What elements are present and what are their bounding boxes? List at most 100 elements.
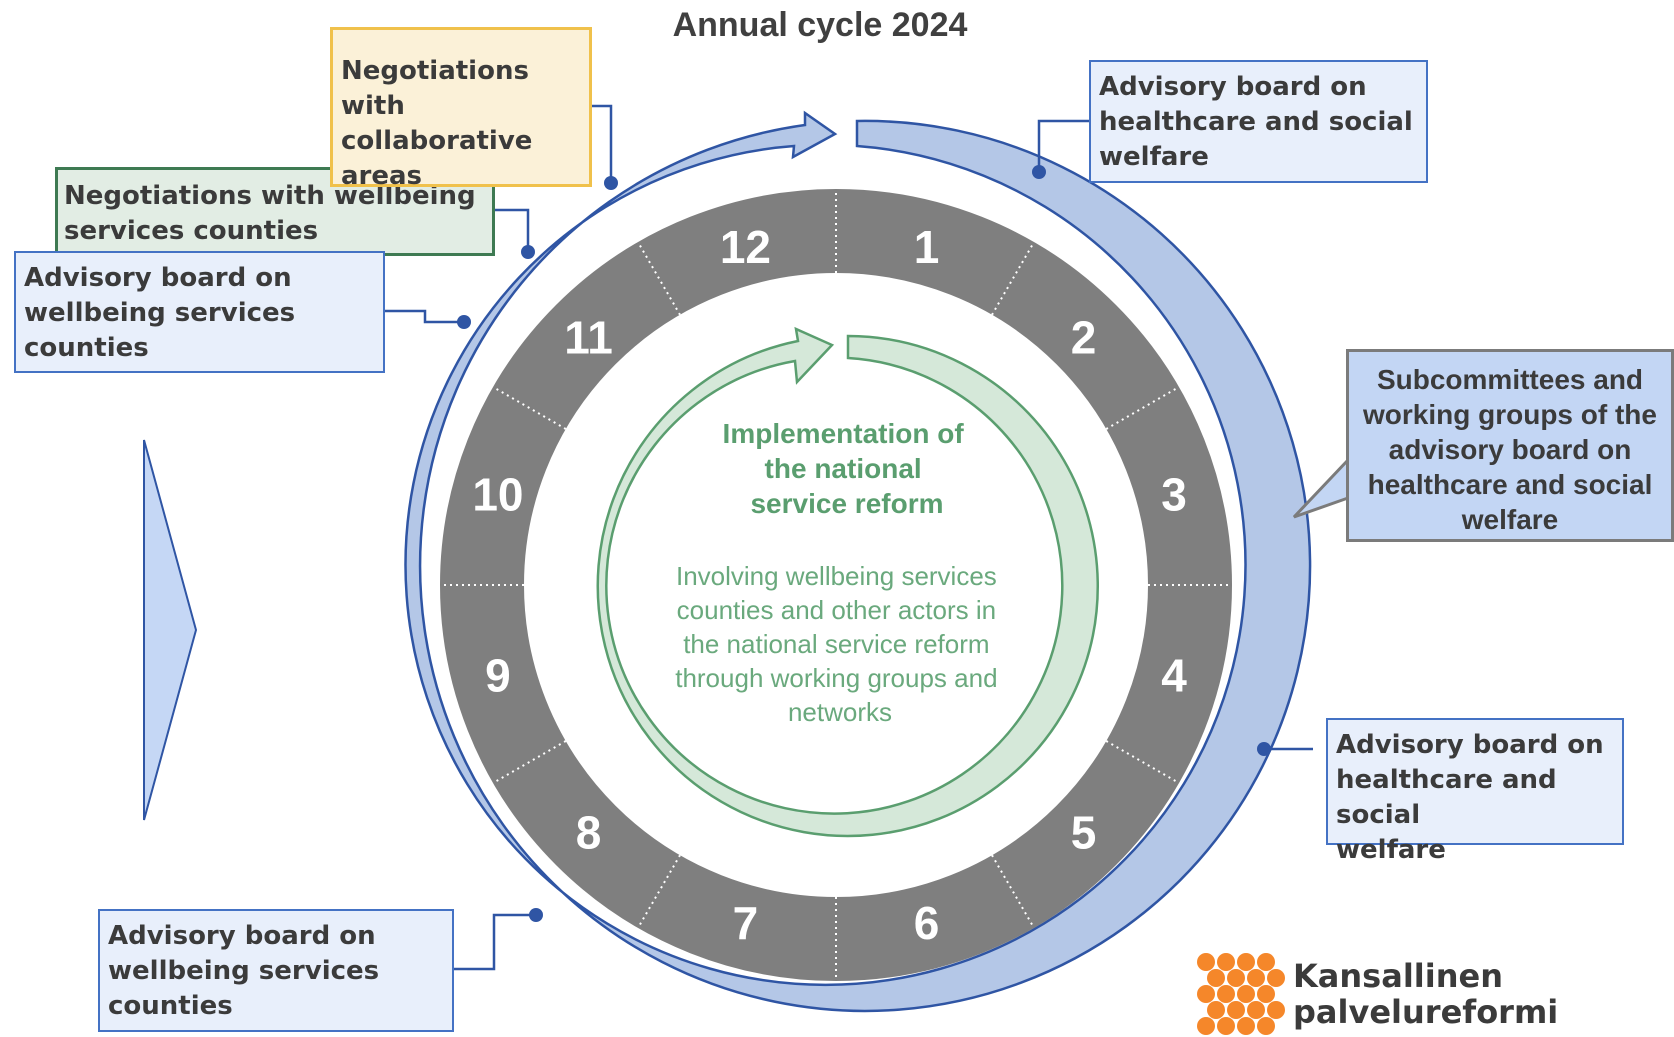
connector-dot [521,245,535,259]
logo-dot [1227,1001,1245,1019]
connector-dot [457,315,471,329]
logo-dot [1237,953,1255,971]
connector-dots [457,165,1271,922]
box-line: counties [108,991,233,1021]
month-label: 7 [733,897,759,949]
inner-cycle-arrow [596,326,1099,838]
logo-text: Kansallinen palvelureformi [1293,957,1558,1031]
month-divider [492,740,567,784]
month-dividers [440,189,1232,981]
box-line: Advisory board on [1336,730,1604,760]
connector-dot [529,908,543,922]
logo-dot [1257,1017,1275,1035]
box-line: Subcommittees and [1376,364,1644,395]
connector-advisory-health-top [1037,119,1089,172]
box-line: healthcare and social [1099,107,1413,137]
box-line: Advisory board on [1099,72,1367,102]
center-body-line: counties and other actors in [677,595,996,625]
month-label: 4 [1161,650,1187,702]
box-line: wellbeing services [108,956,380,986]
logo-dot [1197,985,1215,1003]
month-label: 10 [472,468,523,520]
diagram-title: Annual cycle 2024 [673,6,968,44]
logo-dot [1207,969,1225,987]
logo-dot [1197,1017,1215,1035]
box-line: working groups of the [1363,399,1657,430]
logo-dot [1247,1001,1265,1019]
month-label: 8 [576,806,602,858]
month-label: 5 [1071,806,1097,858]
month-label: 1 [914,221,940,273]
logo-dot [1237,985,1255,1003]
logo-dot [1267,1001,1285,1019]
month-divider [637,241,681,316]
advisory-wellbeing-bottom-box: Advisory board on wellbeing services cou… [98,909,454,1032]
connector-dot [1032,165,1046,179]
box-line: advisory board on [1388,434,1632,465]
month-label: 3 [1161,468,1187,520]
subcommittees-box: Subcommittees and working groups of the … [1346,349,1674,542]
box-line: Advisory board on [24,263,292,293]
month-divider [991,854,1035,929]
month-divider [492,386,567,430]
center-body-line: Involving wellbeing services [676,561,997,591]
month-divider [1105,740,1180,784]
box-line: healthcare and social [1367,469,1653,500]
connector-negotiations-collab [592,104,613,183]
left-triangle-shape [143,439,198,821]
center-body-line: the national service reform [683,629,989,659]
connector-negotiations-wellbeing [493,208,530,252]
logo-dot [1217,1017,1235,1035]
box-line: healthcare and social [1336,765,1557,830]
box-line: wellbeing services [24,298,296,328]
month-label: 6 [914,897,940,949]
logo-line-2: palvelureformi [1293,993,1558,1031]
month-label: 2 [1071,312,1097,364]
logo-dot [1247,969,1265,987]
logo-dot [1217,985,1235,1003]
center-body: Involving wellbeing services counties an… [675,561,1005,727]
center-heading: Implementation of the national service r… [723,418,972,519]
logo-dot [1257,985,1275,1003]
connector-advisory-wellbeing-bottom [454,913,536,971]
logo-dot [1257,953,1275,971]
center-heading-line: the national [765,453,922,484]
logo-dot [1227,969,1245,987]
month-divider [991,241,1035,316]
month-divider [1105,386,1180,430]
connector-advisory-wellbeing-top [385,309,464,324]
center-heading-line: service reform [750,488,943,519]
logo-dot [1217,953,1235,971]
outer-cycle-arrow [404,110,1312,1013]
logo-dot [1207,1001,1225,1019]
logo-line-1: Kansallinen [1293,957,1503,995]
logo-dot [1267,969,1285,987]
advisory-wellbeing-top-box: Advisory board on wellbeing services cou… [14,251,385,373]
connector-dot [604,176,618,190]
connector-dot [1257,742,1271,756]
month-divider [637,854,681,929]
logo-dot [1237,1017,1255,1035]
month-label: 12 [720,221,771,273]
box-line: areas [341,161,423,191]
box-line: Advisory board on [108,921,376,951]
connectors [385,104,1313,971]
box-line: counties [24,333,149,363]
center-body-line: networks [788,697,892,727]
logo-mark [1197,953,1285,1035]
box-line: collaborative [341,126,533,156]
box-line: welfare [1099,142,1209,172]
month-label: 11 [564,312,613,364]
advisory-health-top-box: Advisory board on healthcare and social … [1089,60,1428,183]
negotiations-collab-box: Negotiations with collaborative areas [330,27,592,191]
box-line: welfare [1461,504,1559,535]
month-label: 9 [485,650,511,702]
box-line: Negotiations with [341,56,529,121]
center-heading-line: Implementation of [723,418,965,449]
center-body-line: through working groups and [675,663,997,693]
box-line: welfare [1336,835,1446,865]
advisory-health-bottom-box: Advisory board on healthcare and social … [1326,718,1624,865]
box-line: services counties [64,216,319,246]
